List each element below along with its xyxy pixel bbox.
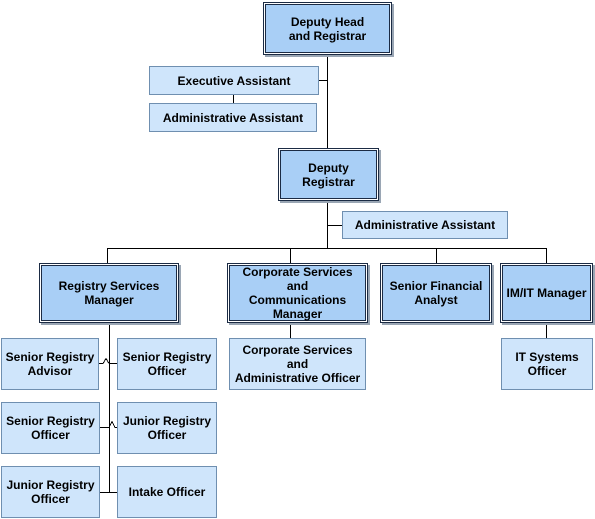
node-deputy-registrar-label: Deputy Registrar [302,160,355,189]
node-junior-registry-officer-left: Junior Registry Officer [1,466,100,518]
node-corporate-administrative-officer: Corporate Services and Administrative Of… [229,338,366,390]
node-junior-registry-officer-left-label: Junior Registry Officer [6,478,95,506]
node-senior-registry-officer-right-label: Senior Registry Officer [122,350,212,378]
node-administrative-assistant-1: Administrative Assistant [149,103,317,132]
connector-senior-advisor [98,357,110,364]
node-senior-registry-officer-right: Senior Registry Officer [117,338,217,390]
node-senior-financial-analyst: Senior Financial Analyst [380,263,492,323]
node-corporate-services-manager-label: Corporate Services and Communications Ma… [242,265,353,321]
node-intake-officer: Intake Officer [117,466,217,518]
node-corporate-administrative-officer-label: Corporate Services and Administrative Of… [234,343,361,385]
node-executive-assistant-label: Executive Assistant [177,73,291,88]
node-senior-registry-advisor: Senior Registry Advisor [1,338,99,390]
node-it-systems-officer: IT Systems Officer [501,338,593,390]
node-executive-assistant: Executive Assistant [149,66,319,95]
connector-junior-officer-right [108,420,117,428]
node-senior-registry-officer-left: Senior Registry Officer [1,402,100,454]
node-corporate-services-manager: Corporate Services and Communications Ma… [227,263,368,323]
node-administrative-assistant-2: Administrative Assistant [342,211,508,239]
node-imit-manager-label: IM/IT Manager [506,286,587,300]
node-junior-registry-officer-right-label: Junior Registry Officer [122,414,212,442]
node-junior-registry-officer-right: Junior Registry Officer [117,402,217,454]
node-intake-officer-label: Intake Officer [128,485,206,499]
node-registry-services-manager-label: Registry Services Manager [58,279,160,307]
node-administrative-assistant-2-label: Administrative Assistant [354,218,496,232]
node-senior-financial-analyst-label: Senior Financial Analyst [389,279,483,307]
node-registry-services-manager: Registry Services Manager [39,263,179,323]
node-administrative-assistant-1-label: Administrative Assistant [162,110,304,125]
node-imit-manager: IM/IT Manager [500,263,593,323]
node-it-systems-officer-label: IT Systems Officer [515,350,579,378]
node-deputy-head: Deputy Head and Registrar [263,2,392,55]
node-deputy-registrar: Deputy Registrar [278,148,379,201]
node-deputy-head-label: Deputy Head and Registrar [288,14,367,43]
node-senior-registry-advisor-label: Senior Registry Advisor [5,350,95,378]
node-senior-registry-officer-left-label: Senior Registry Officer [6,414,95,442]
